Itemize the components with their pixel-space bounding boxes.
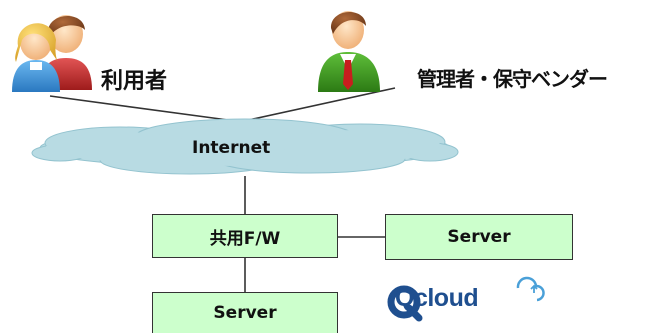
qcloud-logo bbox=[387, 276, 545, 322]
connector-lines bbox=[49, 87, 396, 292]
users-people-icon bbox=[12, 15, 92, 92]
internet-label: Internet bbox=[192, 138, 271, 158]
server-right-label: Server bbox=[447, 227, 511, 247]
server-bottom-box: Server bbox=[152, 292, 338, 333]
users-label: 利用者 bbox=[101, 69, 168, 94]
firewall-box: 共用F/W bbox=[152, 214, 338, 258]
line-users-internet bbox=[49, 95, 229, 121]
server-bottom-label: Server bbox=[213, 303, 277, 323]
administrator-person-icon bbox=[318, 11, 380, 92]
server-right-box: Server bbox=[385, 214, 573, 260]
admins-label: 管理者・保守ベンダー bbox=[417, 67, 608, 91]
qcloud-logo-text: Qcloud bbox=[395, 284, 479, 312]
line-admins-internet bbox=[243, 87, 396, 122]
firewall-label: 共用F/W bbox=[209, 228, 281, 249]
